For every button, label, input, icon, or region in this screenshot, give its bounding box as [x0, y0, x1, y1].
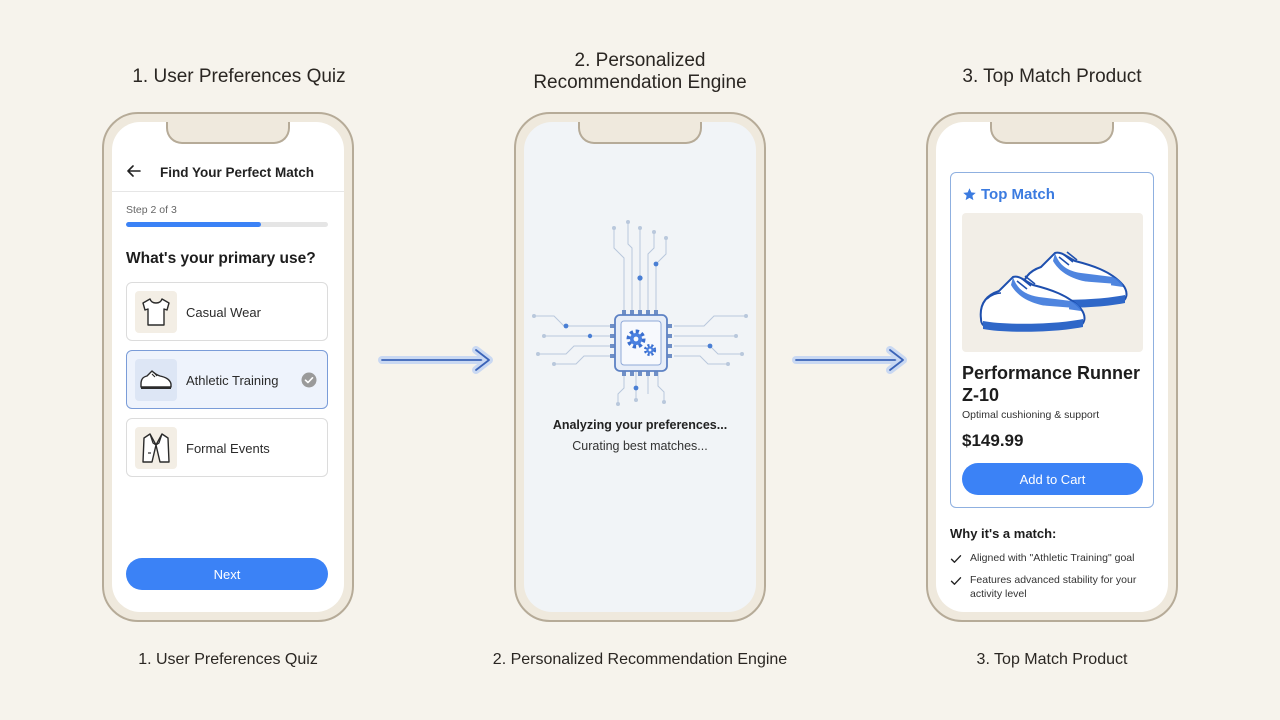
status-secondary: Curating best matches... — [572, 439, 708, 453]
quiz-question: What's your primary use? — [126, 250, 316, 267]
option-label: Formal Events — [186, 441, 270, 456]
engine-section-title: 2. Personalized Recommendation Engine — [500, 50, 780, 94]
engine-title-line-1: 2. Personalized — [574, 50, 706, 71]
processor-gears-icon — [532, 220, 748, 406]
why-match-heading: Why it's a match: — [950, 526, 1057, 541]
quiz-progress-bar — [126, 222, 328, 227]
reason-item: Features advanced stability for your act… — [950, 573, 1156, 601]
reason-text: Features advanced stability for your act… — [970, 574, 1137, 600]
add-to-cart-button[interactable]: Add to Cart — [962, 463, 1143, 495]
quiz-caption: 1. User Preferences Quiz — [138, 651, 318, 668]
t-shirt-icon — [135, 291, 177, 333]
quiz-screen: Find Your Perfect Match Step 2 of 3 What… — [112, 122, 344, 612]
flow-arrow-icon — [378, 346, 493, 374]
phone-notch — [578, 122, 702, 144]
arrow-left-icon[interactable] — [126, 164, 142, 183]
option-formal-events[interactable]: Formal Events — [126, 418, 328, 477]
option-label: Casual Wear — [186, 305, 261, 320]
step-indicator: Step 2 of 3 — [126, 204, 177, 216]
quiz-header: Find Your Perfect Match — [112, 148, 344, 192]
top-match-badge: Top Match — [962, 186, 1055, 203]
quiz-section-title: 1. User Preferences Quiz — [132, 66, 346, 87]
product-card[interactable]: Top Match — [950, 172, 1154, 508]
reason-text: Aligned with "Athletic Training" goal — [970, 552, 1135, 564]
engine-phone: Analyzing your preferences... Curating b… — [514, 112, 766, 622]
product-price: $149.99 — [962, 431, 1024, 450]
phone-notch — [990, 122, 1114, 144]
star-icon — [963, 188, 976, 201]
engine-screen: Analyzing your preferences... Curating b… — [524, 122, 756, 612]
option-casual-wear[interactable]: Casual Wear — [126, 282, 328, 341]
product-tagline: Optimal cushioning & support — [962, 409, 1100, 421]
check-circle-icon — [301, 372, 317, 393]
product-screen: Top Match — [936, 122, 1168, 612]
product-section-title: 3. Top Match Product — [962, 66, 1142, 87]
product-name: Performance Runner Z-10 — [962, 363, 1141, 405]
status-primary: Analyzing your preferences... — [552, 418, 728, 432]
product-phone: Top Match — [926, 112, 1178, 622]
checkmark-icon — [950, 574, 966, 601]
quiz-progress-fill — [126, 222, 262, 227]
option-label: Athletic Training — [186, 373, 279, 388]
sneaker-icon — [135, 359, 177, 401]
top-match-label: Top Match — [981, 186, 1055, 203]
next-button[interactable]: Next — [126, 558, 328, 590]
quiz-phone: Find Your Perfect Match Step 2 of 3 What… — [102, 112, 354, 622]
running-shoes-icon — [979, 250, 1127, 332]
phone-notch — [166, 122, 290, 144]
engine-title-line-2: Recommendation Engine — [533, 72, 747, 93]
product-caption: 3. Top Match Product — [976, 651, 1128, 668]
checkmark-icon — [950, 552, 966, 570]
product-image[interactable] — [962, 213, 1143, 352]
flow-arrow-icon — [792, 346, 907, 374]
reason-item: Aligned with "Athletic Training" goal — [950, 551, 1156, 570]
quiz-header-title: Find Your Perfect Match — [160, 165, 315, 180]
option-athletic-training[interactable]: Athletic Training — [126, 350, 328, 409]
blazer-icon — [135, 427, 177, 469]
engine-caption: 2. Personalized Recommendation Engine — [492, 651, 788, 668]
